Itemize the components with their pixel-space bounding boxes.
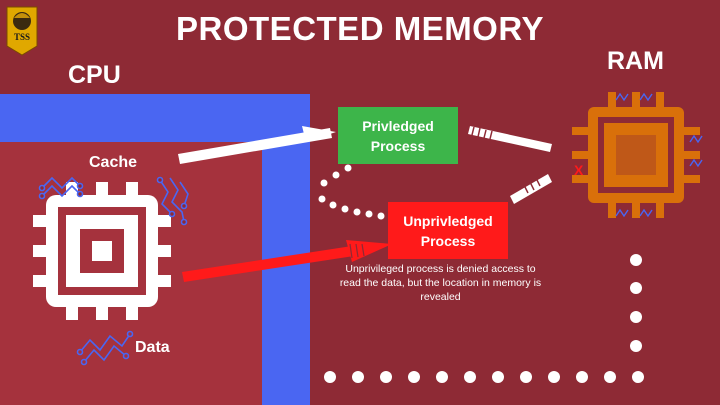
dotted-path-ram-down xyxy=(630,254,642,352)
data-label: Data xyxy=(135,339,170,356)
cache-label: Cache xyxy=(89,154,138,171)
unprivileged-process-box: Unprivledged Process xyxy=(388,202,508,259)
cache-circuit-icon xyxy=(38,176,84,200)
explanation-note: Unprivileged process is denied access to… xyxy=(339,263,542,303)
unprivileged-to-ram-arrow xyxy=(510,174,552,204)
cpu-label: CPU xyxy=(68,61,121,89)
ram-circuit-marks xyxy=(615,92,703,218)
page-title: PROTECTED MEMORY xyxy=(176,10,544,47)
data-circuit-icon xyxy=(76,330,134,366)
ram-chip-icon xyxy=(572,92,700,218)
privileged-process-box: Privledged Process xyxy=(338,107,458,164)
logo-text: TSS xyxy=(13,32,30,42)
cache-to-privileged-arrow xyxy=(178,126,336,164)
dotted-path-bottom xyxy=(324,371,644,383)
cache-circuit-icon-right xyxy=(156,176,189,226)
privileged-process-label: Privledged Process xyxy=(362,117,434,154)
dotted-path-upper xyxy=(318,164,385,220)
unprivileged-process-label: Unprivledged Process xyxy=(403,212,493,249)
data-to-unprivileged-arrow xyxy=(182,240,392,282)
cpu-border-top xyxy=(0,94,310,142)
ram-label: RAM xyxy=(607,47,664,75)
ram-denied-marker: X xyxy=(574,162,584,178)
privileged-to-ram-arrow xyxy=(468,126,552,152)
tss-logo xyxy=(6,6,38,56)
cpu-chip-icon xyxy=(33,182,171,320)
